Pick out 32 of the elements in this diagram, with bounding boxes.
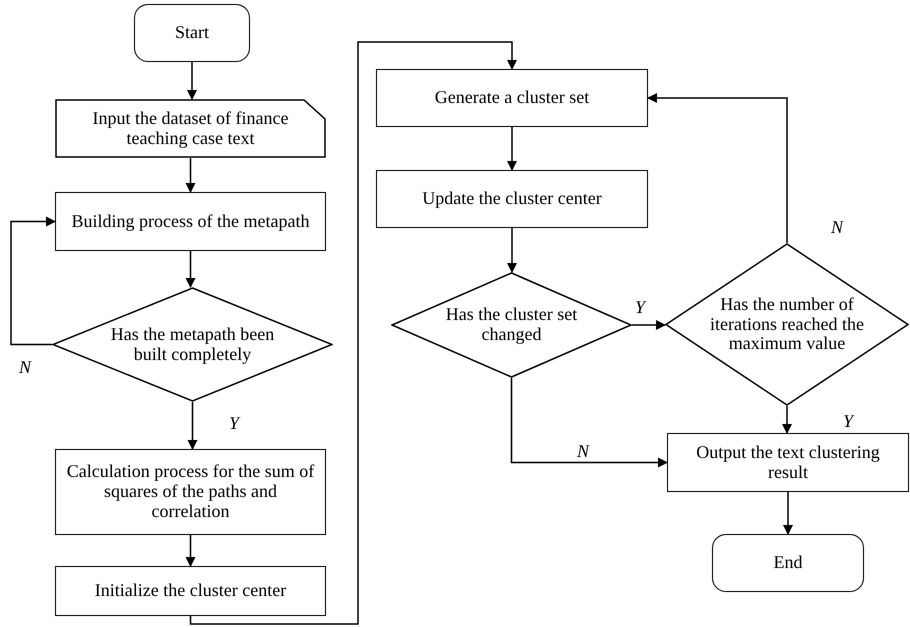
process-box: Output the text clustering result: [667, 433, 909, 492]
process-box: Generate a cluster set: [376, 69, 648, 127]
arrow: [507, 228, 517, 273]
arrow: [510, 378, 668, 468]
arrow: [186, 535, 196, 567]
edge-label: N: [18, 358, 32, 376]
arrow: [186, 158, 196, 193]
terminal-box: End: [712, 534, 864, 592]
terminal-box: Start: [134, 4, 250, 62]
arrow: [783, 492, 793, 535]
arrow: [507, 127, 517, 171]
arrow: [188, 402, 198, 450]
arrow: [190, 41, 517, 625]
edge-label: N: [830, 218, 844, 236]
edge-label: N: [576, 442, 590, 460]
edge-label: Y: [228, 414, 240, 432]
arrow: [186, 251, 196, 288]
process-box: Building process of the metapath: [55, 192, 326, 251]
arrow: [782, 406, 792, 434]
decision-diamond: Has the number of iterations reached the maximum value: [665, 243, 909, 406]
edge-label: Y: [634, 298, 646, 316]
decision-diamond: Has the cluster set changed: [391, 272, 632, 378]
process-box: Initialize the cluster center: [55, 566, 326, 616]
input-card: Input the dataset of finance teaching case text: [55, 99, 326, 158]
arrow: [10, 216, 56, 346]
arrow: [632, 320, 666, 330]
edge-label: Y: [842, 412, 854, 430]
arrow: [187, 62, 197, 100]
arrow: [647, 93, 788, 243]
decision-diamond: Has the metapath been built completely: [52, 287, 333, 402]
process-box: Update the cluster center: [376, 170, 648, 228]
process-box: Calculation process for the sum of squares of the paths and correlation: [55, 449, 326, 535]
